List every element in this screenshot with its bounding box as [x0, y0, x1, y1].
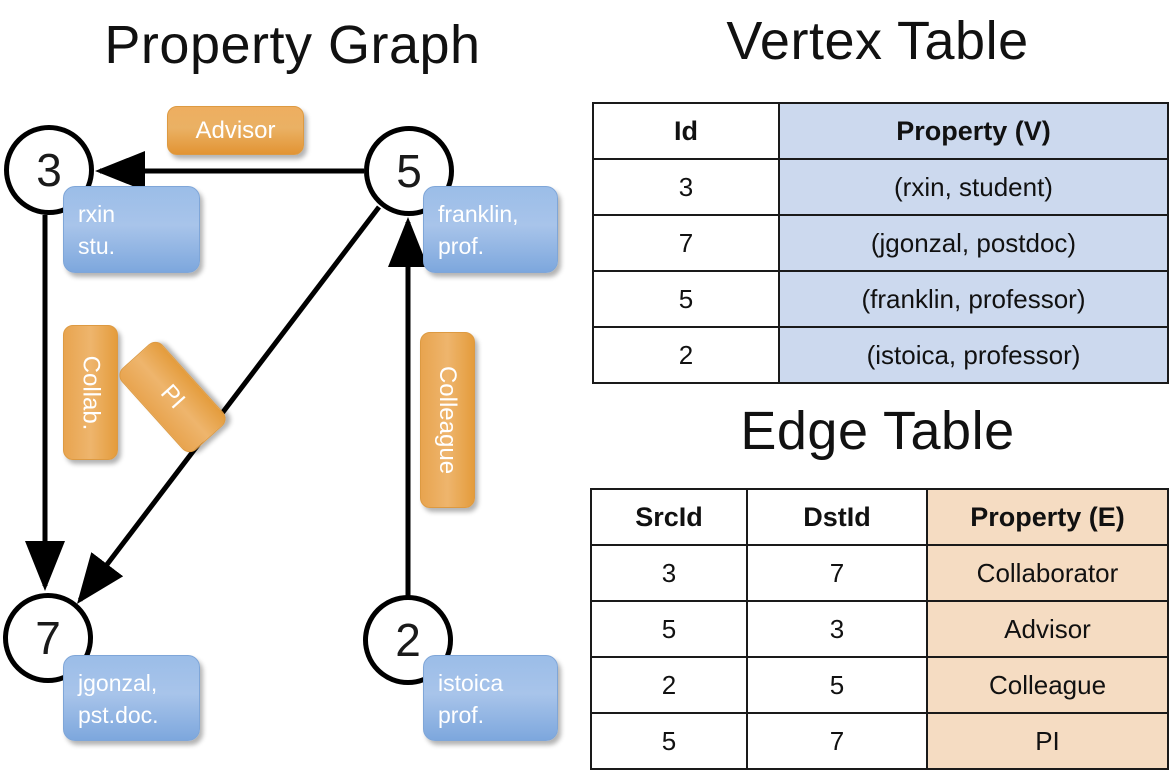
edge-cell-dstid: 5 [746, 656, 928, 714]
edge-cell-srcid: 2 [590, 656, 748, 714]
table-row[interactable]: 5 7 PI [590, 712, 1169, 770]
vertex-cell-id: 3 [592, 158, 780, 216]
table-row[interactable]: 3 7 Collaborator [590, 544, 1169, 602]
edge-cell-srcid: 5 [590, 600, 748, 658]
graph-node-3-label: 3 [36, 144, 62, 196]
table-row[interactable]: 5 (franklin, professor) [592, 270, 1169, 328]
vertex-table-header-row: Id Property (V) [592, 102, 1169, 160]
vertex-cell-property: (rxin, student) [778, 158, 1169, 216]
table-row[interactable]: 2 5 Colleague [590, 656, 1169, 714]
page-title-vertex-table: Vertex Table [726, 11, 1029, 71]
vertex-property-box-2: istoica prof. [423, 655, 558, 741]
page-title-property-graph: Property Graph [104, 15, 481, 75]
vertex-cell-id: 2 [592, 326, 780, 384]
edge-cell-property: Advisor [926, 600, 1169, 658]
edge-table: SrcId DstId Property (E) 3 7 Collaborato… [590, 488, 1169, 770]
vertex-property-box-3: rxin stu. [63, 186, 200, 273]
vertex-property-box-7: jgonzal, pst.doc. [63, 655, 200, 741]
edge-label-colleague-text: Colleague [434, 365, 462, 475]
table-row[interactable]: 5 3 Advisor [590, 600, 1169, 658]
vertex-cell-id: 7 [592, 214, 780, 272]
edge-label-pi-text: PI [155, 379, 191, 415]
edge-label-colleague: Colleague [420, 332, 475, 508]
graph-node-7-label: 7 [35, 612, 61, 664]
vertex-cell-id: 5 [592, 270, 780, 328]
vertex-cell-property: (istoica, professor) [778, 326, 1169, 384]
edge-label-advisor-text: Advisor [195, 116, 276, 144]
table-row[interactable]: 7 (jgonzal, postdoc) [592, 214, 1169, 272]
edge-cell-dstid: 7 [746, 544, 928, 602]
edge-cell-dstid: 3 [746, 600, 928, 658]
vertex-table-header-id: Id [592, 102, 780, 160]
property-graph-diagram: 3 5 7 2 rxin stu. franklin, prof. jgonza… [0, 0, 585, 760]
graph-node-2[interactable]: 2 [363, 595, 453, 685]
vertex-table: Id Property (V) 3 (rxin, student) 7 (jgo… [592, 102, 1169, 384]
edge-label-collab-text: Collab. [77, 355, 105, 430]
vertex-property-box-5: franklin, prof. [423, 186, 558, 273]
graph-node-5[interactable]: 5 [364, 126, 454, 216]
edge-cell-property: Colleague [926, 656, 1169, 714]
table-row[interactable]: 3 (rxin, student) [592, 158, 1169, 216]
edge-table-header-property: Property (E) [926, 488, 1169, 546]
edge-cell-srcid: 3 [590, 544, 748, 602]
table-row[interactable]: 2 (istoica, professor) [592, 326, 1169, 384]
graph-node-2-label: 2 [395, 614, 421, 666]
vertex-cell-property: (jgonzal, postdoc) [778, 214, 1169, 272]
edge-table-header-dstid: DstId [746, 488, 928, 546]
edge-line-5-to-7 [76, 205, 381, 604]
edge-table-header-srcid: SrcId [590, 488, 748, 546]
edge-cell-srcid: 5 [590, 712, 748, 770]
graph-edge-lines [25, 151, 428, 604]
edge-label-advisor: Advisor [167, 106, 304, 155]
page-title-edge-table: Edge Table [740, 401, 1015, 461]
graph-node-5-label: 5 [396, 145, 422, 197]
edge-cell-property: Collaborator [926, 544, 1169, 602]
edge-cell-property: PI [926, 712, 1169, 770]
edge-table-header-row: SrcId DstId Property (E) [590, 488, 1169, 546]
edge-label-collab: Collab. [63, 325, 118, 460]
vertex-table-header-property: Property (V) [778, 102, 1169, 160]
vertex-cell-property: (franklin, professor) [778, 270, 1169, 328]
edge-cell-dstid: 7 [746, 712, 928, 770]
